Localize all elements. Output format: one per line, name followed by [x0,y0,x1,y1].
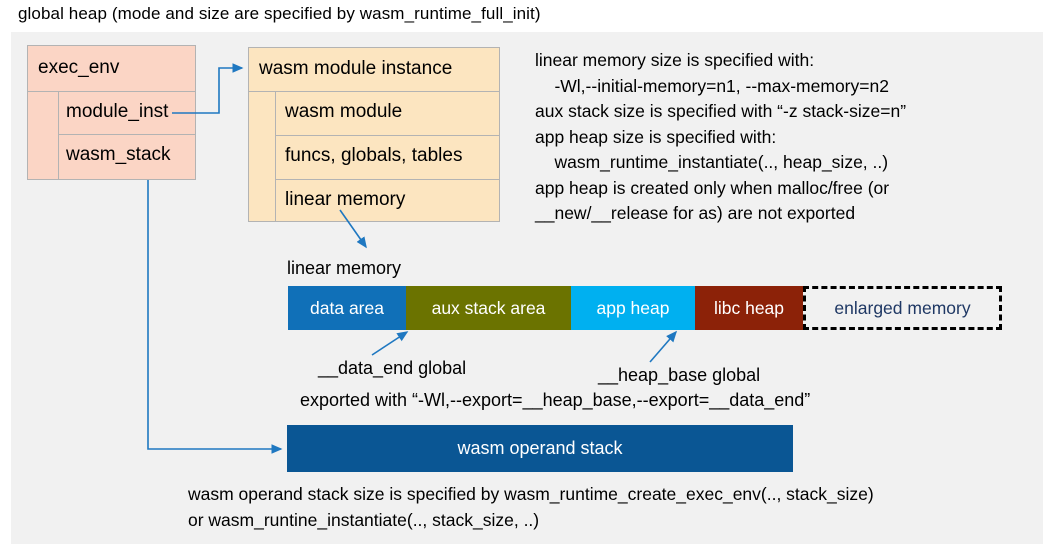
wasm-module-instance-box [248,47,500,222]
exec-env-header-label: exec_env [38,57,120,78]
module-instance-row-linear-memory: linear memory [285,189,406,210]
module-instance-row-divider-1 [275,135,500,136]
memory-segment-enlarged-memory: enlarged memory [803,286,1002,330]
module-instance-header-label: wasm module instance [259,58,453,79]
page-title: global heap (mode and size are specified… [18,4,541,23]
module-instance-header-divider [248,91,500,92]
linear-memory-notes: linear memory size is specified with: -W… [535,50,907,223]
annotation-data-end: __data_end global [318,358,467,378]
operand-stack-note: wasm operand stack size is specified by … [188,484,874,530]
wasm-operand-stack-bar: wasm operand stack [287,425,793,472]
memory-segment-libc-heap: libc heap [695,286,803,330]
exec-env-box [27,45,196,180]
annotation-heap-base: __heap_base global [598,365,761,385]
memory-segment-data-area: data area [288,286,406,330]
module-instance-row-wasm-module: wasm module [285,101,403,122]
annotation-exported-with: exported with “-Wl,--export=__heap_base,… [300,390,811,410]
exec-env-row-wasm-stack: wasm_stack [66,144,171,165]
linear-memory-caption: linear memory [287,258,402,278]
linear-memory-strip: data area aux stack area app heap libc h… [288,286,1002,330]
module-instance-row-funcs-globals-tables: funcs, globals, tables [285,145,463,166]
exec-env-row-module-inst: module_inst [66,101,169,122]
exec-env-gutter-divider [58,91,59,180]
module-instance-gutter-divider [275,91,276,222]
exec-env-header-divider [27,91,196,92]
exec-env-row-divider [58,134,196,135]
memory-segment-app-heap: app heap [571,286,695,330]
memory-segment-aux-stack-area: aux stack area [406,286,571,330]
module-instance-row-divider-2 [275,179,500,180]
